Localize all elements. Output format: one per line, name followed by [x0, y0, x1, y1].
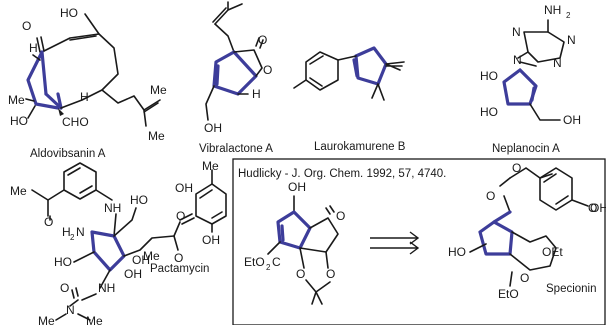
atom-label: OH — [590, 201, 606, 215]
atom-label: O — [263, 63, 272, 77]
atom-label: OH — [132, 253, 150, 267]
reaction-arrow — [370, 231, 420, 255]
atom-label: O — [512, 161, 521, 175]
atom-label: HO — [480, 105, 498, 119]
reference-citation: Hudlicky - J. Org. Chem. 1992, 57, 4740. — [238, 168, 446, 180]
structure-vibralactone-a: O O H OH Vibralactone A — [199, 1, 273, 155]
caption-laurokamurene-b: Laurokamurene B — [314, 141, 406, 153]
atom-label: C — [272, 255, 281, 269]
atom-label: O — [520, 271, 529, 285]
atom-label: O — [336, 209, 345, 223]
atom-label: OH — [563, 113, 581, 127]
atom-label: CHO — [62, 115, 89, 129]
structure-specionin: O O O OH HO OEt O EtO Specionin — [448, 161, 606, 301]
atom-label: OH — [175, 181, 193, 195]
atom-label: 2 — [266, 263, 271, 272]
atom-label: H — [29, 41, 38, 55]
atom-label: H — [80, 90, 89, 104]
atom-label: HO — [448, 245, 466, 259]
structure-aldovibsanin-a: HO O Me Me H Me HO H CHO Aldovibsanin A — [8, 6, 167, 160]
caption-vibralactone-a: Vibralactone A — [199, 143, 273, 155]
atom-label: N — [553, 56, 562, 70]
atom-label: NH — [104, 201, 121, 215]
caption-pactamycin: Pactamycin — [150, 263, 209, 275]
atom-label: Me — [38, 314, 55, 325]
atom-label: EtO — [244, 255, 265, 269]
atom-label: O — [296, 267, 305, 281]
atom-label: Me — [8, 93, 25, 107]
atom-label: OH — [288, 180, 306, 194]
structure-neplanocin-a: NH 2 N N N N HO HO OH Neplanocin A — [480, 3, 581, 155]
atom-label: O — [486, 189, 495, 203]
atom-label: N — [513, 53, 522, 67]
atom-label: HO — [54, 255, 72, 269]
atom-label: Me — [202, 159, 219, 173]
caption-specionin: Specionin — [546, 283, 597, 295]
atom-label: Me — [10, 184, 27, 198]
atom-label: N — [512, 25, 521, 39]
atom-label: N — [66, 303, 75, 317]
atom-label: 2 — [70, 233, 75, 242]
structure-pactamycin: Me O NH H 2 N HO OH OH Me HO NH O N Me M… — [10, 159, 227, 325]
synthesis-panel: Hudlicky - J. Org. Chem. 1992, 57, 4740.… — [232, 158, 606, 325]
atom-label: N — [76, 225, 85, 239]
atom-label: HO — [130, 193, 148, 207]
caption-neplanocin-a: Neplanocin A — [492, 143, 560, 155]
atom-label: Me — [86, 314, 103, 325]
atom-label: NH — [544, 3, 561, 17]
atom-label: N — [567, 33, 576, 47]
atom-label: Me — [148, 129, 165, 143]
caption-aldovibsanin-a: Aldovibsanin A — [30, 148, 106, 160]
atom-label: HO — [60, 6, 78, 20]
atom-label: HO — [10, 114, 28, 128]
atom-label: O — [588, 201, 597, 215]
atom-label: NH — [98, 281, 115, 295]
atom-label: OH — [202, 233, 220, 247]
atom-label: OH — [124, 267, 142, 281]
atom-label: O — [60, 281, 69, 295]
synthesis-frame — [232, 158, 606, 325]
structure-laurokamurene-b: Laurokamurene B — [293, 46, 406, 153]
atom-label: O — [22, 19, 31, 33]
atom-label: H — [62, 225, 71, 239]
atom-label: HO — [480, 69, 498, 83]
atom-label: O — [44, 215, 53, 229]
atom-label: O — [176, 209, 185, 223]
atom-label: OEt — [542, 245, 563, 259]
atom-label: OH — [204, 121, 222, 135]
atom-label: Me — [143, 249, 160, 263]
atom-label: O — [174, 251, 183, 265]
structure-starting-material: OH O EtO 2 C O O — [244, 180, 345, 305]
atom-label: H — [252, 87, 261, 101]
atom-label: Me — [150, 83, 167, 97]
atom-label: O — [326, 267, 335, 281]
atom-label: 2 — [566, 11, 571, 20]
atom-label: EtO — [498, 287, 519, 301]
